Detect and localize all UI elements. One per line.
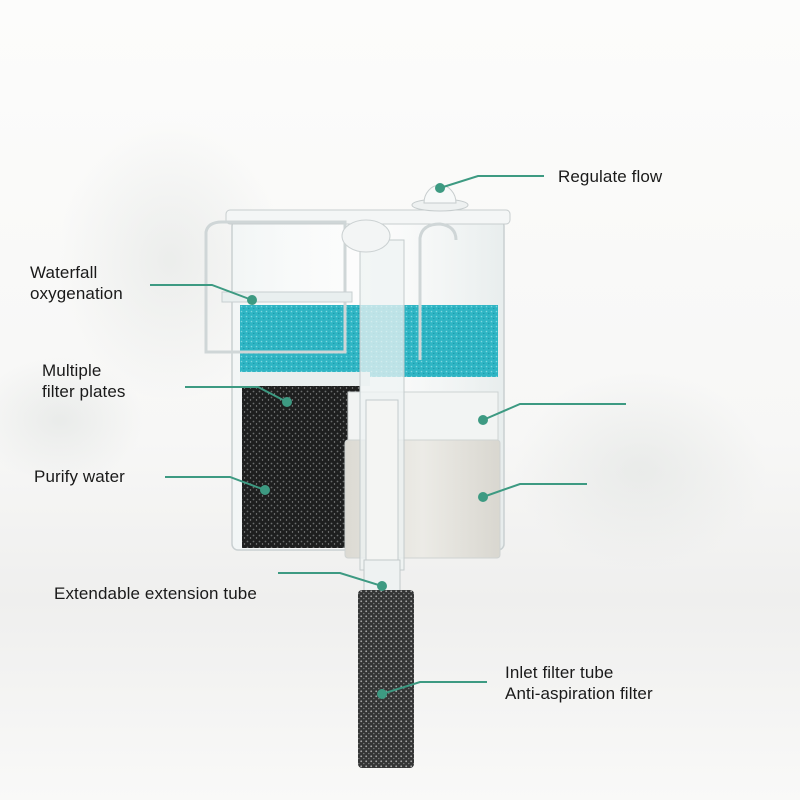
label-regulate-flow: Regulate flow xyxy=(558,167,663,186)
leader-unlabeled-2 xyxy=(482,483,587,498)
label-line: Multiple xyxy=(42,361,102,380)
label-line: Waterfall xyxy=(30,263,98,282)
leader-extendable-tube xyxy=(278,572,383,587)
leader-inlet-filter xyxy=(381,681,487,695)
leader-waterfall-oxygenation xyxy=(150,284,253,301)
leader-unlabeled-1 xyxy=(482,403,626,421)
label-line: Anti-aspiration filter xyxy=(505,684,653,703)
leader-lines xyxy=(150,175,626,695)
filter-body xyxy=(204,184,511,571)
label-line: Inlet filter tube xyxy=(505,663,614,682)
leader-purify-water xyxy=(165,476,266,491)
label-purify-water: Purify water xyxy=(34,467,125,486)
leader-dots xyxy=(247,183,488,699)
leader-regulate-flow xyxy=(439,175,544,189)
label-multiple-filter-plates: Multiple filter plates xyxy=(42,360,126,402)
leader-multiple-filter-plates xyxy=(185,386,288,403)
label-line: filter plates xyxy=(42,382,126,401)
label-inlet-filter-tube: Inlet filter tube Anti-aspiration filter xyxy=(505,662,653,704)
label-waterfall-oxygenation: Waterfall oxygenation xyxy=(30,262,123,304)
inlet-tube xyxy=(358,559,414,768)
label-line: oxygenation xyxy=(30,284,123,303)
label-extendable-extension-tube: Extendable extension tube xyxy=(54,584,257,603)
